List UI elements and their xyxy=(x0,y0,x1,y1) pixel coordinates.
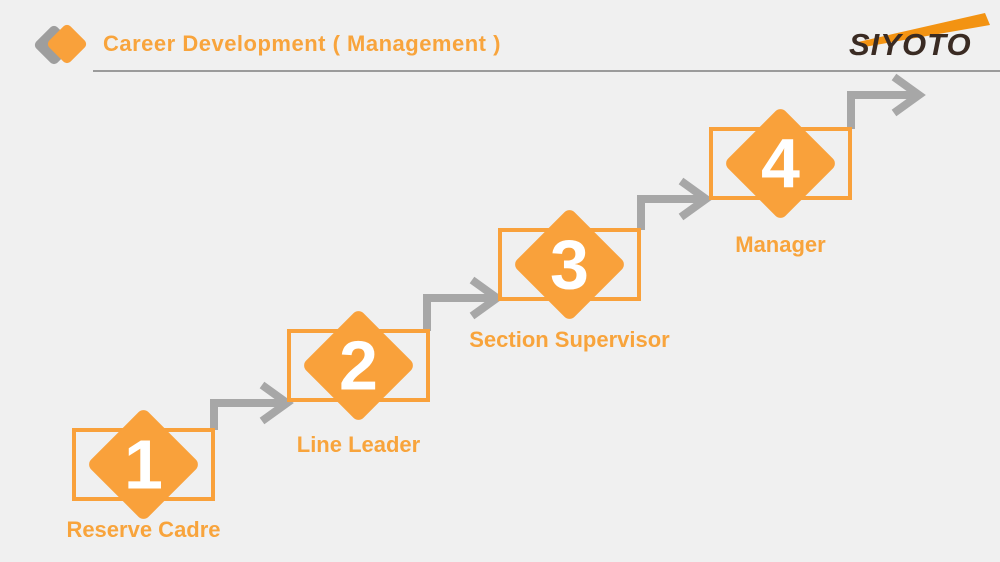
step-4-box: 4 Manager xyxy=(709,106,852,257)
step-label: Reserve Cadre xyxy=(66,517,221,542)
logo-swoosh-icon xyxy=(858,13,990,47)
orange-diamond-shape xyxy=(47,24,87,64)
page-title: Career Development ( Management ) xyxy=(103,31,501,56)
logo-text: SIYOTO xyxy=(849,27,972,62)
step-number: 1 xyxy=(124,424,163,503)
step-number: 3 xyxy=(550,224,589,303)
step-number: 2 xyxy=(339,325,378,404)
arrow-3-icon xyxy=(637,177,713,230)
step-1-box: 1 Reserve Cadre xyxy=(66,407,221,542)
step-label: Section Supervisor xyxy=(469,327,670,352)
double-diamond-icon xyxy=(34,24,87,65)
step-2-box: 2 Line Leader xyxy=(287,308,430,457)
arrow-1-icon xyxy=(210,381,294,430)
step-3-box: 3 Section Supervisor xyxy=(469,207,670,352)
title-underline xyxy=(93,70,1000,72)
arrow-4-icon xyxy=(847,73,926,129)
step-label: Manager xyxy=(735,232,826,257)
siyoto-logo: SIYOTO xyxy=(849,13,990,62)
step-number: 4 xyxy=(761,123,800,202)
arrow-2-icon xyxy=(423,276,504,331)
step-label: Line Leader xyxy=(296,432,421,457)
